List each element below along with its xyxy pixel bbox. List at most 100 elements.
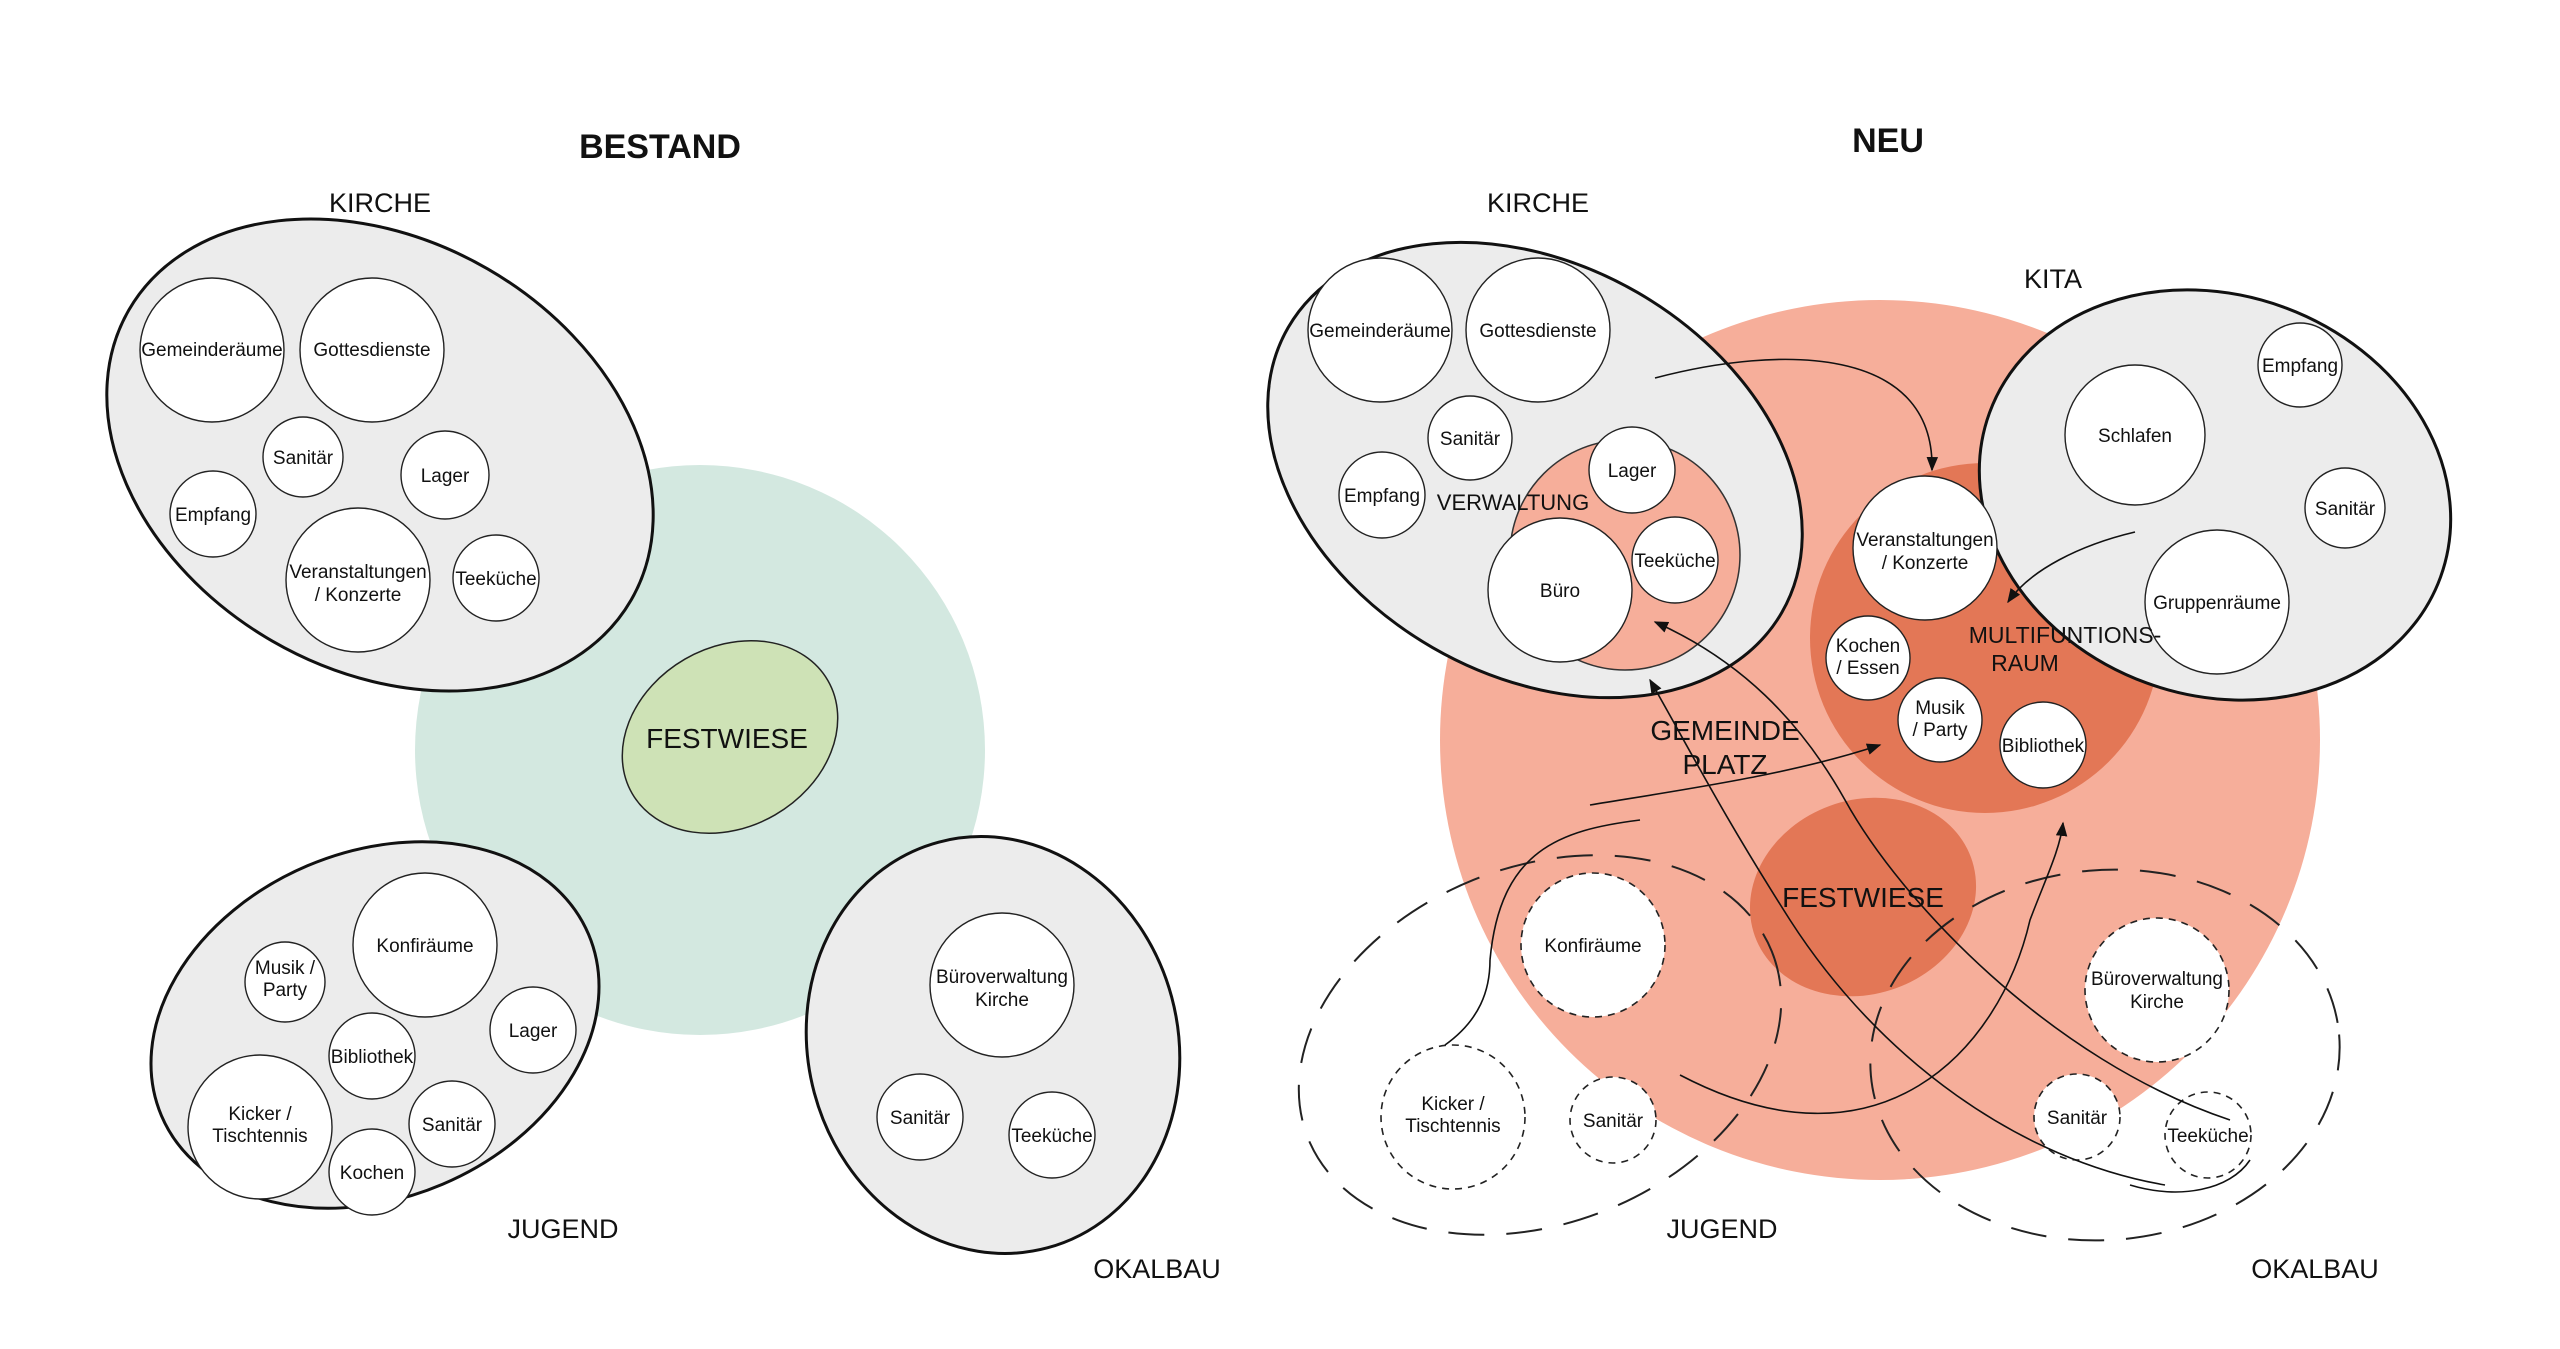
room-gruppenraeume (2144, 529, 2290, 675)
room-label: Kicker / (228, 1104, 292, 1125)
jugend-label-neu: JUGEND (1666, 1214, 1777, 1244)
room-buero (1487, 517, 1633, 663)
room-bibliothek (328, 1012, 416, 1100)
multifunktionsraum-label: MULTIFUNTIONS- (1969, 622, 2162, 648)
room-label: Gottesdienste (313, 340, 430, 361)
room-bueroverwaltung (929, 912, 1075, 1058)
room-label: Empfang (2262, 356, 2338, 377)
room-teekueche (2164, 1091, 2252, 1179)
room-label: Teeküche (2167, 1126, 2248, 1147)
room-label: Kochen (1836, 636, 1900, 657)
room-sanitaer (1569, 1076, 1657, 1164)
room-gottesdienste (1465, 257, 1611, 403)
room-lager (400, 430, 490, 520)
jugend-rooms-bestand (187, 872, 577, 1216)
room-label: Büro (1540, 581, 1580, 602)
room-lager (1588, 426, 1676, 514)
neu-title: NEU (1852, 122, 1924, 160)
room-label: Kochen (340, 1163, 404, 1184)
room-sanitaer (408, 1080, 496, 1168)
room-label: / Essen (1836, 658, 1899, 679)
bestand-panel: BESTAND FESTWIESE KIRCHE Gemeinderäume G… (105, 128, 1221, 1284)
arrow-okalbau-tail (2129, 1159, 2251, 1193)
room-label: Bibliothek (2002, 736, 2085, 757)
room-teekueche (1008, 1091, 1096, 1179)
room-label: Gemeinderäume (1309, 321, 1451, 342)
room-label: Teeküche (1011, 1126, 1092, 1147)
room-sanitaer (1427, 395, 1513, 481)
room-label: Sanitär (1583, 1111, 1644, 1132)
jugend-cluster-neu (1297, 854, 1783, 1236)
festwiese-neu (1749, 797, 1977, 997)
room-label: Sanitär (422, 1115, 483, 1136)
room-lager (489, 986, 577, 1074)
room-label: Empfang (175, 505, 251, 526)
room-label: Gemeinderäume (141, 340, 283, 361)
room-label: Veranstaltungen (289, 562, 426, 583)
room-teekueche (1631, 516, 1719, 604)
room-teekueche (452, 534, 540, 622)
room-gemeinderaeume (1307, 257, 1453, 403)
okalbau-label-neu: OKALBAU (2251, 1254, 2379, 1284)
jugend-label-bestand: JUGEND (507, 1214, 618, 1244)
room-schlafen (2064, 364, 2206, 506)
room-label: Lager (421, 466, 470, 487)
room-label: Sanitär (890, 1108, 951, 1129)
room-label: Tischtennis (212, 1126, 307, 1147)
arrow-jugend-curve (1444, 819, 1641, 1046)
festwiese-label-bestand: FESTWIESE (646, 723, 808, 754)
room-empfang (2257, 322, 2343, 408)
festwiese-bestand (621, 639, 839, 835)
room-kochen-essen (1825, 615, 1911, 701)
bestand-title: BESTAND (579, 128, 741, 166)
room-konfiraeume (1520, 872, 1666, 1018)
arrow-jugend-to-bibliothek (1679, 821, 2068, 1115)
room-label: Veranstaltungen (1856, 530, 1993, 551)
gemeinde-platz-label: PLATZ (1682, 749, 1767, 780)
gemeinde-platz-label: GEMEINDE (1650, 715, 1799, 746)
verwaltung-label: VERWALTUNG (1437, 490, 1589, 515)
room-label: Büroverwaltung (936, 967, 1068, 988)
multifunktionsraum-label: RAUM (1991, 650, 2059, 676)
room-empfang (169, 470, 257, 558)
room-label: Kirche (2130, 992, 2184, 1013)
room-kicker (1380, 1044, 1526, 1190)
room-label: Empfang (1344, 486, 1420, 507)
room-label: Konfiräume (376, 936, 473, 957)
room-label: Sanitär (2047, 1108, 2108, 1129)
room-label: / Party (1913, 720, 1968, 741)
room-label: Party (263, 980, 308, 1001)
room-veranstaltungen (1852, 475, 1998, 621)
kirche-label-bestand: KIRCHE (329, 188, 431, 218)
room-musik-party (244, 941, 326, 1023)
room-label: Kicker / (1421, 1094, 1485, 1115)
room-label: Bibliothek (331, 1047, 414, 1068)
arrow-gottesdienste-to-veranstaltungen (1654, 358, 1939, 472)
room-label: Konfiräume (1544, 936, 1641, 957)
room-bueroverwaltung (2084, 917, 2230, 1063)
room-sanitaer (2304, 467, 2386, 549)
arrow-okalbau-to-kirche (1649, 678, 2166, 1186)
room-label: / Konzerte (1882, 553, 1969, 574)
okalbau-rooms-bestand (876, 912, 1096, 1179)
kirche-rooms-neu (1307, 257, 1719, 663)
room-sanitaer (876, 1073, 964, 1161)
room-label: Gottesdienste (1479, 321, 1596, 342)
arrow-okalbau-to-buero (1653, 621, 2231, 1121)
room-bibliothek (1999, 701, 2087, 789)
room-label: Teeküche (1634, 551, 1715, 572)
room-label: Kirche (975, 990, 1029, 1011)
kita-rooms (2064, 322, 2386, 675)
room-empfang (1338, 451, 1426, 539)
connection-arrows (1444, 358, 2251, 1193)
festwiese-label-neu: FESTWIESE (1782, 882, 1944, 913)
jugend-rooms-neu (1380, 872, 1666, 1190)
room-label: Gruppenräume (2153, 593, 2281, 614)
room-label: Teeküche (455, 569, 536, 590)
room-label: Schlafen (2098, 426, 2172, 447)
room-sanitaer (262, 416, 344, 498)
room-label: / Konzerte (315, 585, 402, 606)
room-label: Sanitär (273, 448, 334, 469)
